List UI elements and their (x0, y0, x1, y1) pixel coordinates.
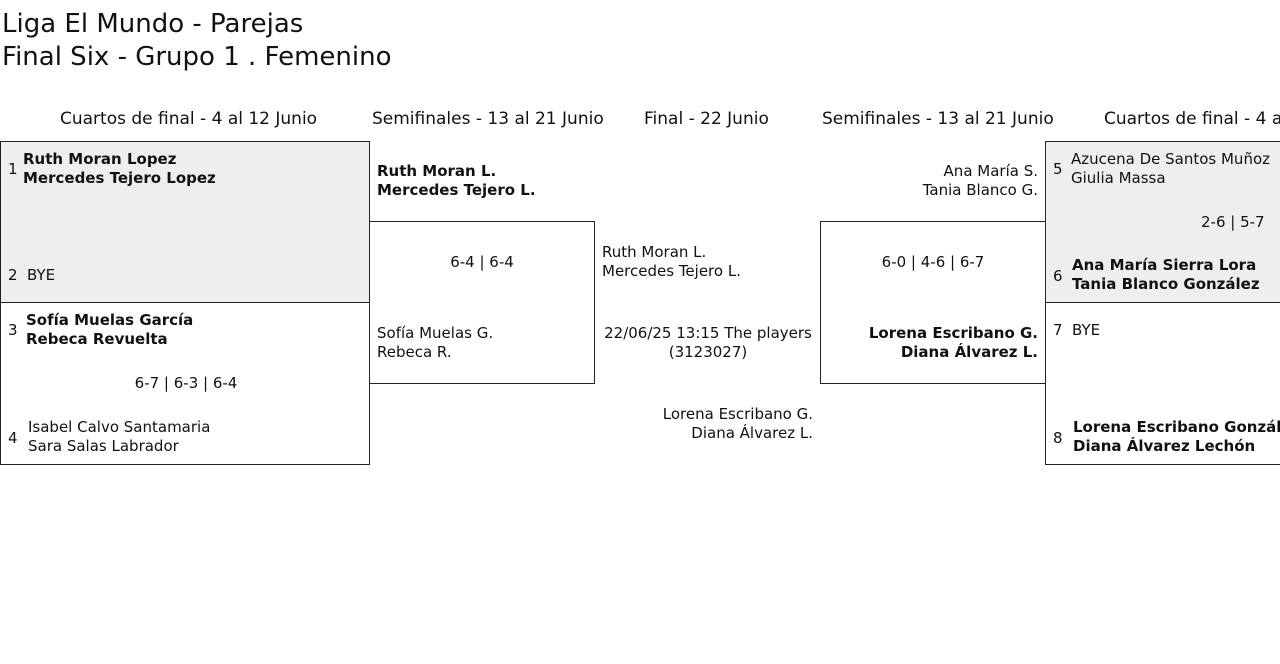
player-name: BYE (27, 266, 56, 284)
page-title: Liga El Mundo - Parejas (2, 9, 304, 39)
player-name: Sara Salas Labrador (28, 437, 179, 455)
player-name: Rebeca Revuelta (26, 330, 168, 348)
player-name: Ruth Moran L. (602, 243, 707, 261)
match-score: 6-4 | 6-4 (450, 253, 514, 271)
seed-number: 2 (8, 266, 18, 284)
seed-number: 7 (1053, 321, 1063, 339)
player-name: Mercedes Tejero Lopez (23, 169, 216, 187)
header-right-quarters: Cuartos de final - 4 a (1104, 109, 1280, 129)
match-score: 6-7 | 6-3 | 6-4 (134, 374, 238, 392)
seed-number: 6 (1053, 267, 1063, 285)
player-name: Lorena Escribano G. (662, 405, 813, 423)
page-subtitle: Final Six - Grupo 1 . Femenino (2, 42, 392, 72)
match-info: 22/06/25 13:15 The players (604, 324, 812, 342)
player-name: Ana María S. (943, 162, 1038, 180)
match-score: 6-0 | 4-6 | 6-7 (881, 253, 985, 271)
seed-number: 4 (8, 429, 18, 447)
left-semi-match: 6-4 | 6-4 Sofía Muelas G. Rebeca R. (369, 221, 595, 384)
match-id: (3123027) (668, 343, 748, 361)
player-name: Ana María Sierra Lora (1072, 256, 1257, 274)
player-name: Isabel Calvo Santamaria (28, 418, 211, 436)
player-name: Rebeca R. (377, 343, 452, 361)
player-name: Ruth Moran L. (377, 162, 497, 180)
seed-number: 1 (8, 160, 18, 178)
player-name: Ruth Moran Lopez (23, 150, 177, 168)
seed-number: 5 (1053, 160, 1063, 178)
header-right-semis: Semifinales - 13 al 21 Junio (822, 109, 1054, 129)
player-name: Mercedes Tejero L. (377, 181, 536, 199)
seed-number: 8 (1053, 429, 1063, 447)
right-quarter-match-1: 5 Azucena De Santos Muñoz Giulia Massa 2… (1045, 141, 1280, 303)
player-name: Diana Álvarez L. (691, 424, 813, 442)
player-name: Azucena De Santos Muñoz (1071, 150, 1270, 168)
player-name: BYE (1072, 321, 1101, 339)
header-final: Final - 22 Junio (644, 109, 769, 129)
player-name: Lorena Escribano G. (868, 324, 1038, 342)
header-left-quarters: Cuartos de final - 4 al 12 Junio (60, 109, 318, 129)
player-name: Sofía Muelas G. (377, 324, 494, 342)
player-name: Mercedes Tejero L. (602, 262, 741, 280)
header-left-semis: Semifinales - 13 al 21 Junio (372, 109, 604, 129)
player-name: Sofía Muelas García (26, 311, 194, 329)
player-name: Tania Blanco G. (922, 181, 1038, 199)
match-score: 2-6 | 5-7 (1201, 213, 1265, 231)
left-quarter-match-1: 1 Ruth Moran Lopez Mercedes Tejero Lopez… (0, 141, 370, 303)
right-semi-match: 6-0 | 4-6 | 6-7 Lorena Escribano G. Dian… (820, 221, 1046, 384)
left-quarter-match-2: 3 Sofía Muelas García Rebeca Revuelta 6-… (0, 302, 370, 465)
right-quarter-match-2: 7 BYE 8 Lorena Escribano González Diana … (1045, 302, 1280, 465)
player-name: Lorena Escribano González (1073, 418, 1280, 436)
player-name: Diana Álvarez L. (900, 343, 1038, 361)
player-name: Giulia Massa (1071, 169, 1166, 187)
player-name: Tania Blanco González (1072, 275, 1260, 293)
seed-number: 3 (8, 321, 18, 339)
player-name: Diana Álvarez Lechón (1073, 437, 1256, 455)
